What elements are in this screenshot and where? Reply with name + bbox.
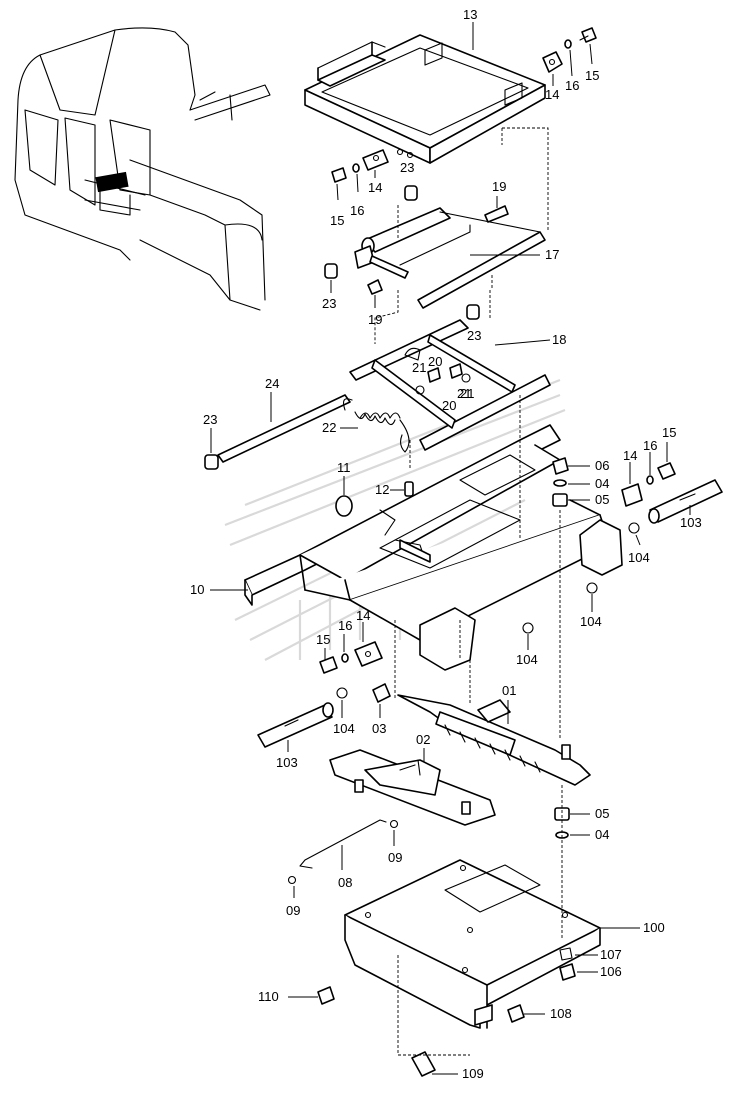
callout-label: 15 (330, 213, 344, 228)
callout-label: 18 (552, 332, 566, 347)
callout-label: 06 (595, 458, 609, 473)
bracket-14-upper-left (331, 149, 389, 183)
callout-label: 16 (565, 78, 579, 93)
part-02-rail (329, 749, 496, 826)
callout-label: 14 (368, 180, 382, 195)
callout-label: 16 (643, 438, 657, 453)
callout-label: 23 (322, 296, 336, 311)
callout-label: 04 (595, 476, 609, 491)
bracket-14-upper-right (542, 27, 597, 73)
part-18-linkage (349, 319, 551, 451)
alignment-lines (374, 127, 563, 1056)
part-10-base-frame (244, 424, 623, 671)
callout-label: 108 (550, 1006, 572, 1021)
callout-label: 110 (258, 989, 279, 1004)
callout-label: 104 (333, 721, 355, 736)
callout-label: 16 (338, 618, 352, 633)
callout-label: 11 (337, 460, 351, 475)
callout-label: 24 (265, 376, 279, 391)
callout-label: 15 (316, 632, 330, 647)
part-13-seat-frame (304, 34, 546, 164)
part-103-left (257, 702, 334, 748)
callout-label: 109 (462, 1066, 484, 1081)
callout-label: 14 (623, 448, 637, 463)
callout-label: 23 (467, 328, 481, 343)
callout-label: 09 (286, 903, 300, 918)
excavator-cab-inset (14, 27, 271, 311)
callout-label: 09 (388, 850, 402, 865)
callout-label: 21 (457, 386, 471, 401)
part-100-base-plate (344, 859, 601, 1029)
callout-label: 14 (545, 87, 559, 102)
part-01-rail (397, 694, 591, 786)
callout-label: 08 (338, 875, 352, 890)
callout-label: 19 (492, 179, 506, 194)
callout-label: 17 (545, 247, 559, 262)
callout-label: 106 (600, 964, 622, 979)
callout-label: 05 (595, 492, 609, 507)
callout-label: 22 (322, 420, 336, 435)
hardware-20-21 (415, 363, 471, 395)
callout-label: 15 (585, 68, 599, 83)
callout-label: 104 (516, 652, 538, 667)
callout-label: 12 (375, 482, 389, 497)
label-13: 13 (463, 7, 477, 22)
callout-label: 03 (372, 721, 386, 736)
callout-label: 01 (502, 683, 516, 698)
callout-label: 103 (276, 755, 298, 770)
callout-label: 20 (442, 398, 456, 413)
callout-label: 104 (628, 550, 650, 565)
callout-label: 15 (662, 425, 676, 440)
callout-label: 21 (460, 386, 474, 401)
bracket-14-right (621, 462, 676, 507)
part-103-right (648, 479, 723, 524)
callout-label: 10 (190, 582, 204, 597)
callout-label: 05 (595, 806, 609, 821)
callout-label: 23 (400, 160, 414, 175)
callout-label: 23 (203, 412, 217, 427)
callout-label: 14 (356, 608, 370, 623)
part-22-spring (343, 398, 410, 453)
callout-label: 04 (595, 827, 609, 842)
callout-label: 16 (350, 203, 364, 218)
callout-label: 103 (680, 515, 702, 530)
callout-label: 104 (580, 614, 602, 629)
callout-label: 107 (600, 947, 622, 962)
bracket-14-lower-left (319, 641, 383, 674)
callout-label: 02 (416, 732, 430, 747)
callout-label: 21 (412, 360, 426, 375)
callout-label: 20 (428, 354, 442, 369)
callout-label: 100 (643, 920, 665, 935)
part-17-linkage (354, 207, 546, 309)
